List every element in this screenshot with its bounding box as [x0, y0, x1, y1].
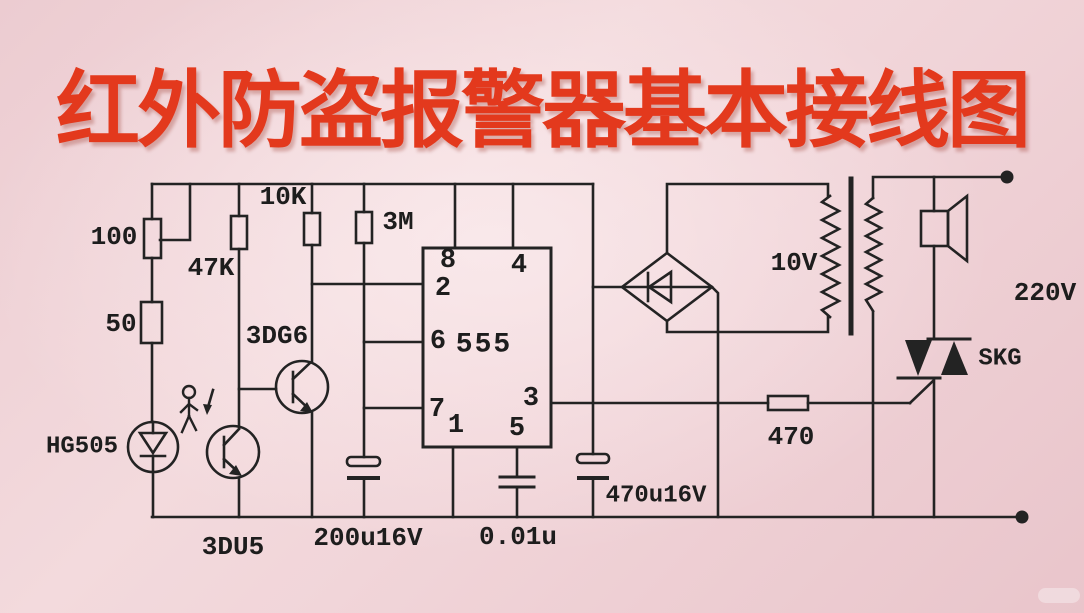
label-pin5: 5 — [508, 414, 526, 444]
label-pin4: 4 — [510, 251, 528, 281]
resistor-3m-symbol — [354, 210, 374, 245]
speaker-symbol — [919, 175, 969, 341]
triac-symbol — [896, 337, 972, 519]
resistor-47k-symbol — [229, 214, 249, 251]
label-r100: 100 — [90, 222, 138, 252]
output-gate-wire — [549, 379, 935, 412]
label-pin6: 6 — [429, 327, 447, 357]
label-cap-200u: 200u16V — [313, 523, 423, 553]
label-cap-470u: 470u16V — [605, 482, 707, 510]
mains-terminal-dots — [1000, 170, 1029, 524]
phototransistor-branch — [205, 182, 278, 519]
watermark — [1038, 588, 1080, 603]
label-r10k: 10K — [259, 182, 307, 212]
timer-ic-symbol — [421, 182, 553, 519]
resistor-100-symbol — [142, 217, 163, 260]
transistor-branch — [274, 182, 425, 519]
label-pin1: 1 — [447, 411, 465, 441]
label-winding-10v: 10V — [770, 248, 818, 278]
timing-branch — [345, 182, 425, 519]
label-cap-001u: 0.01u — [478, 522, 558, 552]
label-pin2: 2 — [434, 274, 452, 304]
label-transistor: 3DG6 — [245, 321, 309, 351]
label-pin7: 7 — [428, 395, 446, 425]
capacitor-470u-symbol — [575, 452, 611, 480]
capacitor-200u-symbol — [345, 455, 382, 480]
capacitor-001u-symbol — [498, 475, 536, 519]
transistor-symbol — [274, 359, 330, 415]
label-r3m: 3M — [382, 207, 414, 237]
label-pin8: 8 — [439, 246, 457, 276]
phototransistor-symbol — [205, 424, 261, 480]
label-mains-voltage: 220V — [1013, 278, 1077, 308]
label-pin3: 3 — [522, 384, 540, 414]
ir-led-symbol — [126, 420, 180, 474]
label-r47k: 47K — [187, 253, 235, 283]
label-r470: 470 — [767, 422, 815, 452]
person-figure-icon — [179, 384, 199, 434]
page-title: 红外防盗报警器基本接线图 — [55, 63, 1031, 158]
resistor-470-symbol — [766, 394, 810, 412]
resistor-10k-symbol — [302, 211, 322, 247]
label-triac: SKG — [978, 345, 1022, 373]
resistor-50-symbol — [139, 300, 164, 345]
transformer-symbol — [819, 175, 1003, 519]
label-ir-emitter: HG505 — [45, 433, 119, 461]
supply-rail-wires — [150, 182, 1024, 519]
label-timer-ic: 555 — [455, 329, 513, 361]
bridge-rectifier-symbol — [619, 182, 830, 519]
secondary-winding — [863, 196, 884, 313]
dc-supply-branch — [575, 182, 624, 519]
primary-winding — [819, 194, 842, 319]
label-phototransistor: 3DU5 — [201, 532, 265, 562]
ir-emitter-branch — [126, 182, 192, 519]
beam-arrow-icon — [203, 388, 215, 415]
label-r50: 50 — [105, 309, 137, 339]
